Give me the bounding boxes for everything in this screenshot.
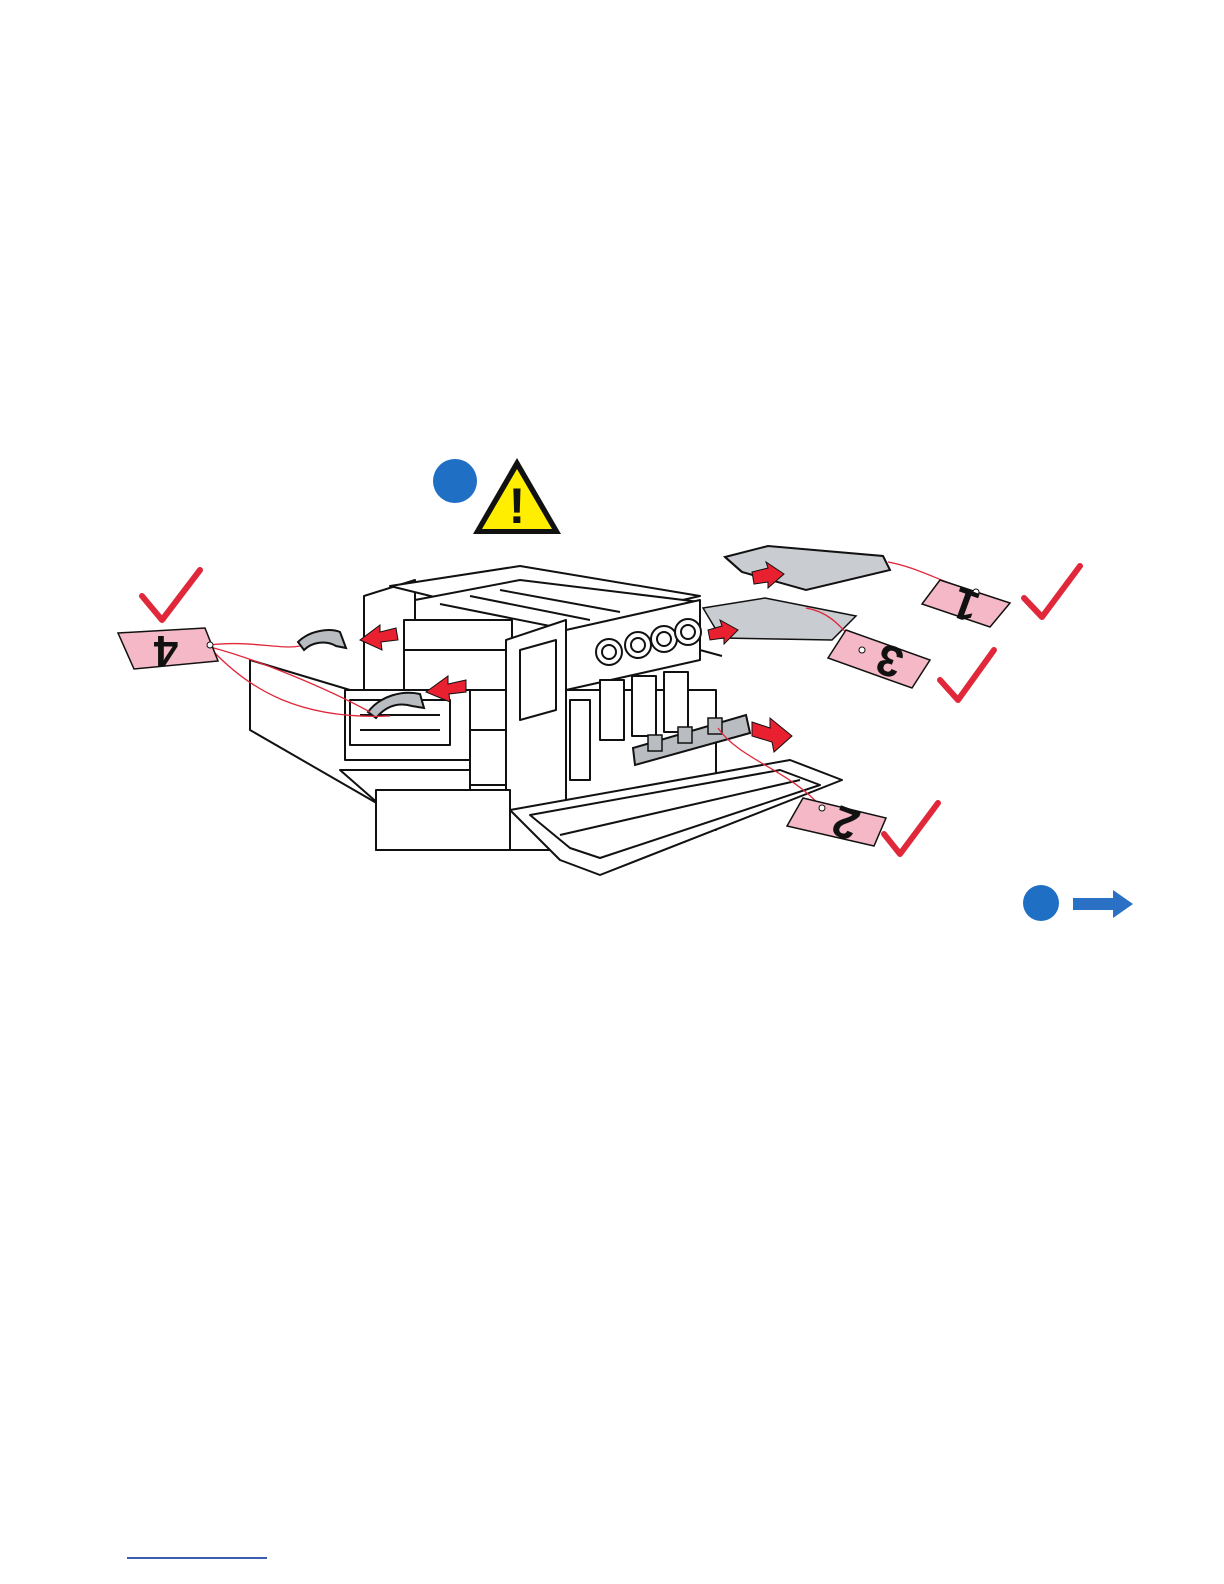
packing-piece-4a [298, 630, 346, 650]
warning-mark: ! [509, 478, 526, 534]
checkmark-tag-2-icon [884, 803, 938, 854]
checkmark-tag-1-icon [1024, 566, 1080, 617]
tag-2: 2 [787, 795, 886, 849]
warning-triangle-icon: ! [473, 458, 561, 534]
tag-3: 3 [828, 630, 930, 688]
tag-4-label: 4 [153, 626, 178, 675]
tag-4: 4 [118, 626, 218, 675]
packing-piece-1 [725, 546, 890, 590]
tag-1: 1 [922, 577, 1010, 631]
checkmark-tag-4-icon [142, 570, 200, 620]
right-arrow-icon[interactable] [1073, 890, 1133, 918]
step-dot-icon [433, 459, 477, 503]
footer-rule [127, 1557, 267, 1559]
pull-arrow-2 [752, 718, 792, 752]
checkmark-tag-3-icon [940, 650, 994, 700]
next-step-dot-icon [1023, 885, 1059, 921]
